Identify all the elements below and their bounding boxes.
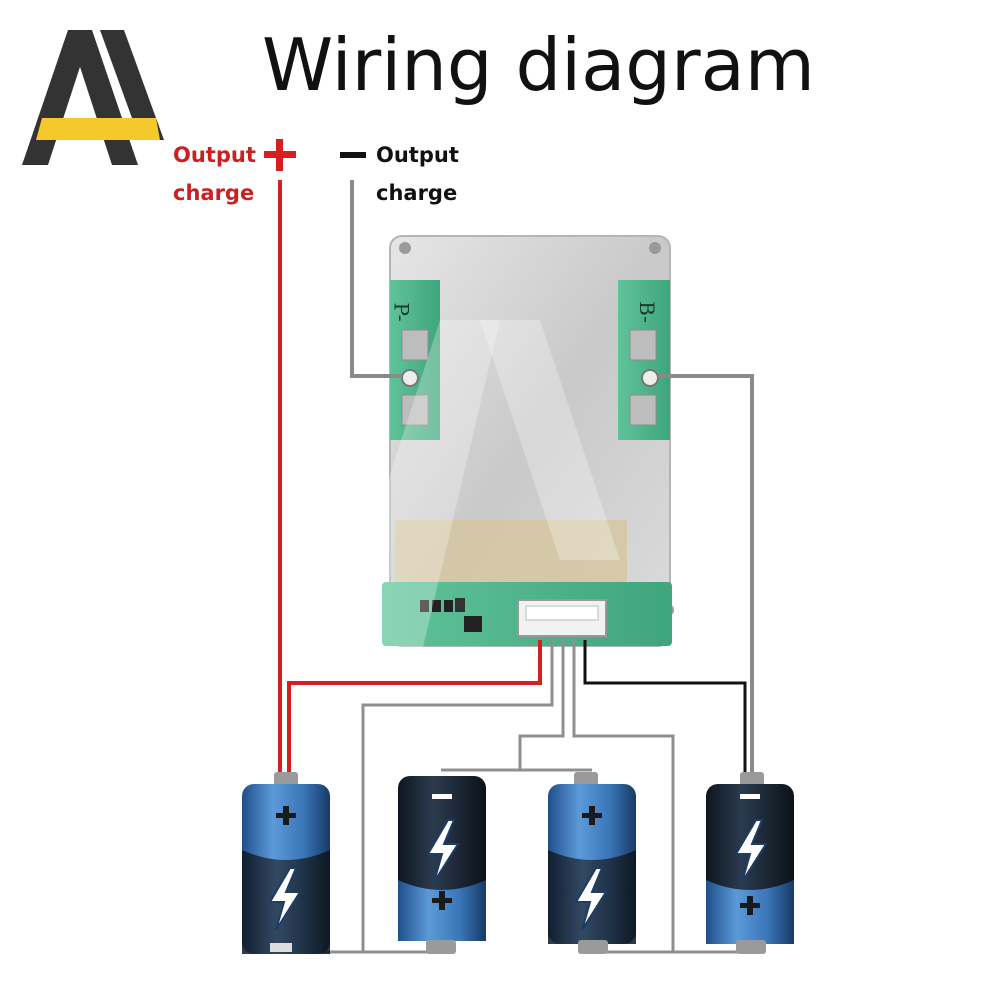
positive-wire [278,180,542,782]
lightning-bolt-icon [268,867,302,931]
positive-output-label-line2: charge [173,181,255,205]
plus-icon [582,806,602,825]
negative-output-label-line2: charge [376,181,458,205]
bms-board [330,235,674,660]
minus-icon [340,152,366,158]
pad-label-p-minus: P- [389,302,414,322]
battery-cell-3 [548,772,636,954]
lightning-bolt-icons [268,819,768,931]
plus-icon [276,806,296,825]
cell-minus-icons [432,794,760,799]
minus-icon [740,794,760,799]
pad-label-b-minus: B- [634,301,659,323]
negative-output-label-line1: Output [376,143,459,167]
cell-plus-icons [276,806,760,915]
lightning-bolt-icon [734,819,768,883]
page-title: Wiring diagram [262,23,815,107]
plus-icon [740,896,760,915]
minus-icon [432,794,452,799]
balance-wires-gray [361,640,675,952]
positive-output-label-line1: Output [173,143,256,167]
balance-wire-black [583,640,747,782]
lightning-bolt-icon [426,819,460,883]
letter-a-logo-icon [22,30,164,165]
battery-cell-1 [242,772,330,954]
plus-icon [264,139,296,171]
lightning-bolt-icon [574,867,608,931]
negative-wires [350,180,754,782]
plus-icon [432,891,452,910]
